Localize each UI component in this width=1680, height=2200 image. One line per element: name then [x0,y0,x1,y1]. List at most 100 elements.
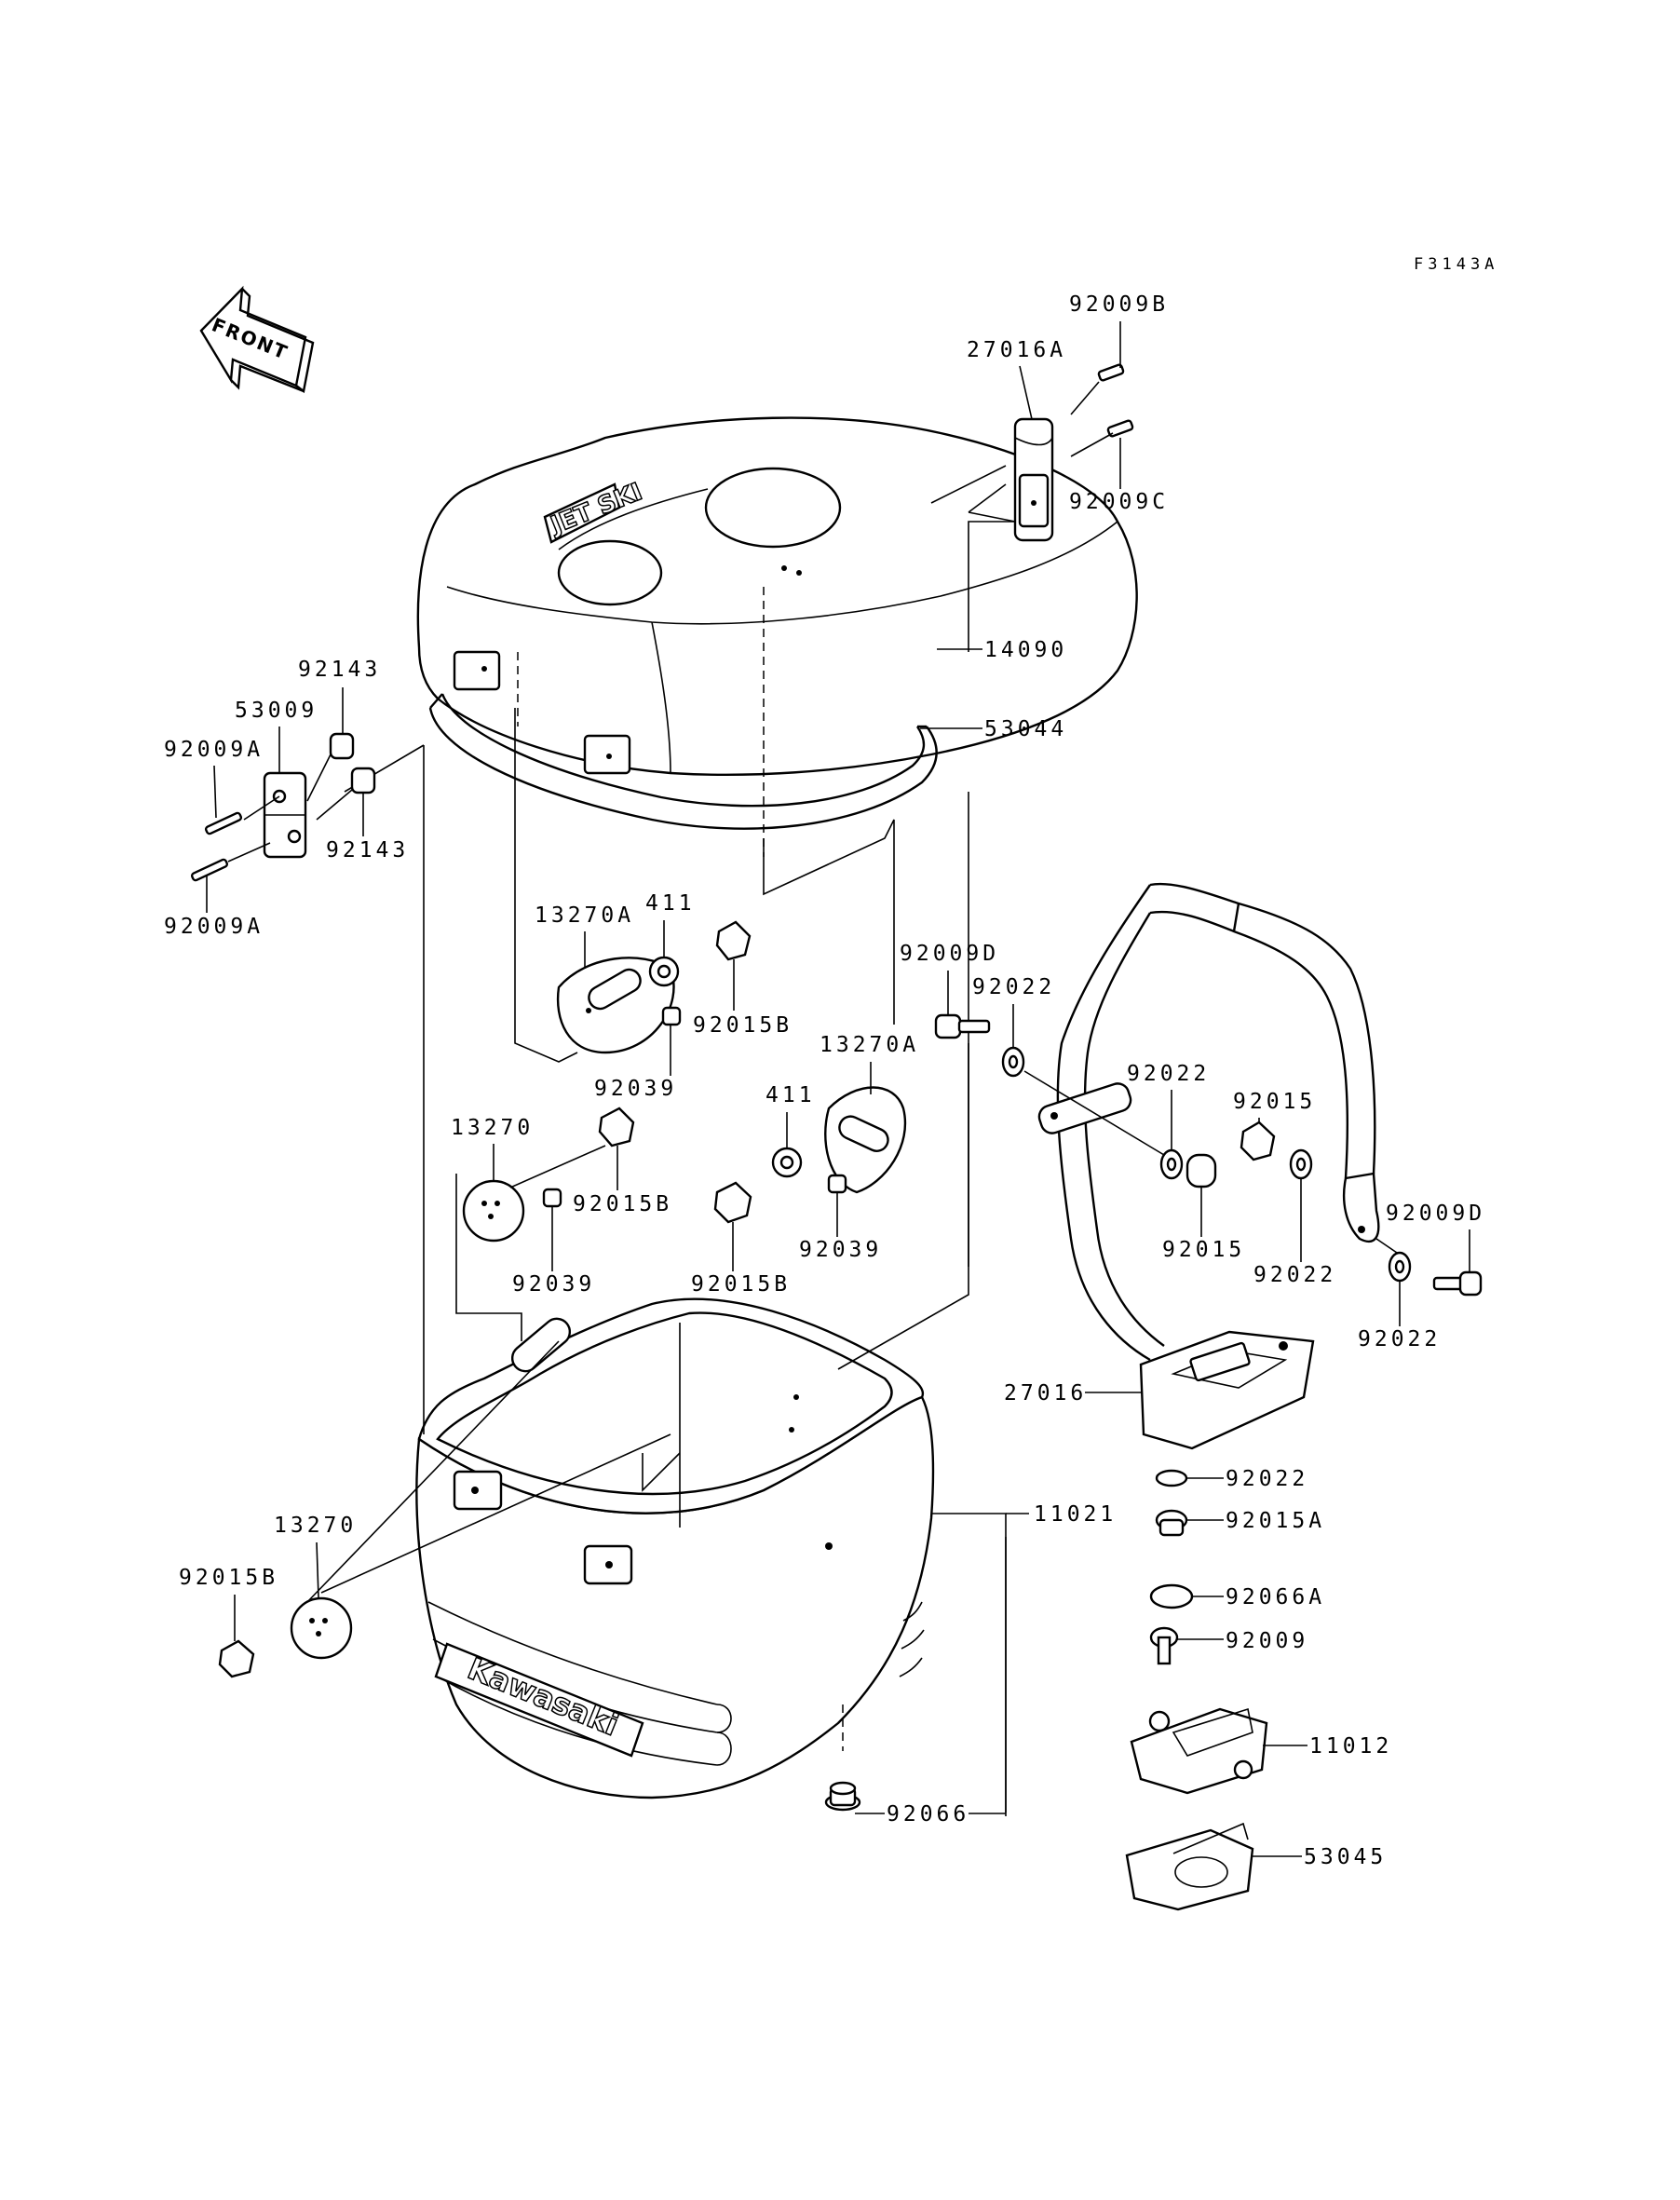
svg-text:92143: 92143 [326,838,409,862]
svg-text:92009: 92009 [1226,1629,1308,1653]
spacer-92143-top-icon [329,732,355,760]
label-92022-b: 92022 [1127,1062,1210,1150]
label-13270A-right: 13270A [820,1033,919,1094]
figure-code: F3143A [1414,255,1498,274]
label-53045: 53045 [1253,1845,1387,1869]
svg-text:92009A: 92009A [164,915,264,939]
svg-text:53009: 53009 [235,699,318,723]
label-92022-e: 92022 [1186,1467,1308,1491]
lid: JET SKI [416,416,1138,857]
svg-text:92015B: 92015B [693,1013,793,1038]
label-92022-a: 92022 [972,975,1055,1048]
nut-92015B-d-icon [218,1639,255,1678]
front-arrow-icon: FRONT [199,285,315,394]
washer-92022-d-icon [1388,1251,1412,1283]
plate-13270-b [290,1596,353,1660]
svg-text:27016: 27016 [1004,1381,1087,1406]
plug-92066-icon [824,1781,861,1812]
label-92015A: 92015A [1186,1509,1321,1533]
svg-text:13270A: 13270A [820,1033,919,1057]
svg-text:411: 411 [645,891,696,916]
screw-92009A-bottom-icon [190,858,229,882]
screw-92039-a-icon [661,1006,682,1026]
svg-text:92009C: 92009C [1069,490,1169,514]
plate-13270-a [462,1145,606,1243]
svg-text:14090: 14090 [984,638,1067,662]
screw-92039-c-icon [827,1174,847,1194]
plate-13270A-right [824,1086,907,1194]
label-92015B-b: 92015B [573,1146,672,1216]
washer-92022-e-icon [1155,1469,1188,1487]
svg-text:92009D: 92009D [900,942,999,966]
label-92009A-top: 92009A [164,738,264,819]
svg-text:92022: 92022 [1127,1062,1210,1086]
label-92066: 92066 [855,1802,1006,1827]
svg-text:92009A: 92009A [164,738,264,762]
nut-92015-a-icon [1240,1120,1276,1161]
nut-92015B-a-icon [715,920,752,961]
label-92015B-c: 92015B [691,1222,791,1297]
svg-text:92022: 92022 [1253,1263,1336,1287]
svg-text:92143: 92143 [298,658,381,682]
bracket-27016 [1139,1330,1315,1450]
label-92015-b: 92015 [1162,1187,1245,1262]
mount-11012 [1130,1707,1268,1795]
label-92009C: 92009C [1069,438,1169,514]
svg-text:92039: 92039 [594,1077,677,1101]
label-92009: 92009 [1177,1629,1308,1653]
svg-text:92066: 92066 [887,1802,969,1827]
svg-text:92015B: 92015B [573,1192,672,1216]
svg-text:92066A: 92066A [1226,1585,1325,1609]
label-92066A: 92066A [1192,1585,1325,1609]
svg-text:27016A: 27016A [967,338,1066,362]
svg-text:92015B: 92015B [691,1272,791,1297]
spacer-92143-bottom-icon [350,767,376,794]
label-92015-a: 92015 [1233,1090,1316,1123]
bolt-92009-icon [1149,1626,1179,1665]
label-92039-a: 92039 [594,1025,677,1101]
svg-text:92039: 92039 [512,1272,595,1297]
screw-92009B-icon [1070,363,1125,415]
svg-text:92022: 92022 [1358,1327,1441,1351]
screw-92009A-top-icon [204,811,243,835]
label-11012: 11012 [1263,1734,1389,1759]
svg-text:92009D: 92009D [1386,1202,1485,1226]
bolt-92009D-top-icon [934,1013,991,1039]
washer-411-top-icon [648,956,680,987]
hinge-53009 [263,771,307,859]
label-92039-b: 92039 [512,1206,595,1297]
label-13270-a: 13270 [451,1116,530,1181]
label-13270-b: 13270 [274,1514,357,1598]
label-53009: 53009 [235,699,318,773]
nut-92015-b-icon [1185,1153,1217,1188]
label-92015B-a: 92015B [693,959,793,1038]
svg-text:411: 411 [765,1083,816,1107]
label-92015B-d: 92015B [179,1566,275,1641]
case-body: Kawasaki [415,1297,935,1799]
washer-92022-c-icon [1289,1148,1313,1180]
svg-text:53045: 53045 [1304,1845,1387,1869]
grab-handle [1037,882,1380,1362]
label-92009B: 92009B [1069,292,1165,368]
label-411-mid: 411 [765,1083,816,1148]
label-14090: 14090 [937,638,1067,662]
label-13270A-left: 13270A [535,903,630,969]
label-92009A-bottom: 92009A [164,876,264,939]
svg-text:53044: 53044 [984,717,1067,741]
svg-text:13270: 13270 [274,1514,357,1538]
svg-text:92022: 92022 [972,975,1055,999]
nut-92015B-b-icon [598,1107,635,1148]
nut-92015B-c-icon [713,1181,752,1224]
label-92022-c: 92022 [1253,1178,1336,1287]
label-11021: 11021 [931,1502,1113,1816]
label-411-top: 411 [645,891,696,957]
svg-text:92015: 92015 [1233,1090,1316,1114]
label-92009D-right: 92009D [1386,1202,1485,1272]
construction-lines [306,465,1007,1603]
label-92143-top: 92143 [298,658,381,734]
svg-text:92022: 92022 [1226,1467,1308,1491]
washer-92022-a-icon [1001,1046,1025,1078]
gasket-53045 [1125,1822,1254,1911]
label-27016: 27016 [1004,1381,1142,1406]
svg-text:92015: 92015 [1162,1238,1245,1262]
